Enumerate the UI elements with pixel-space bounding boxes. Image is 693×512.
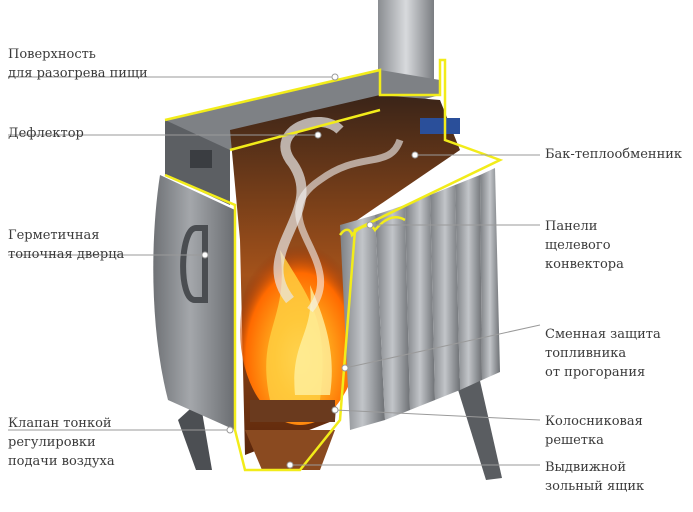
label-ashbox: Выдвижной зольный ящик	[545, 460, 645, 494]
label-panels: Панели щелевого конвектора	[545, 219, 624, 272]
convector-panels	[340, 168, 500, 430]
door-handle	[180, 225, 208, 303]
smoke	[273, 116, 344, 304]
label-valve: Клапан тонкой регулировки подачи воздуха	[8, 416, 115, 469]
grate	[250, 400, 335, 422]
rear-leg	[455, 372, 502, 480]
label-door: Герметичная топочная дверца	[8, 228, 125, 262]
label-grate: Колосниковая решетка	[545, 414, 643, 448]
section-cut-lines	[164, 58, 504, 472]
label-protection: Сменная защита топливника от прогорания	[545, 327, 661, 380]
heat-exchanger-tank	[420, 118, 460, 134]
leader-lines	[8, 73, 541, 469]
label-tank: Бак-теплообменник	[545, 147, 683, 162]
label-surface: Поверхность для разогрева пищи	[8, 47, 148, 81]
ash-box	[245, 430, 335, 470]
label-deflector: Дефлектор	[8, 126, 84, 141]
front-leg	[178, 400, 212, 470]
